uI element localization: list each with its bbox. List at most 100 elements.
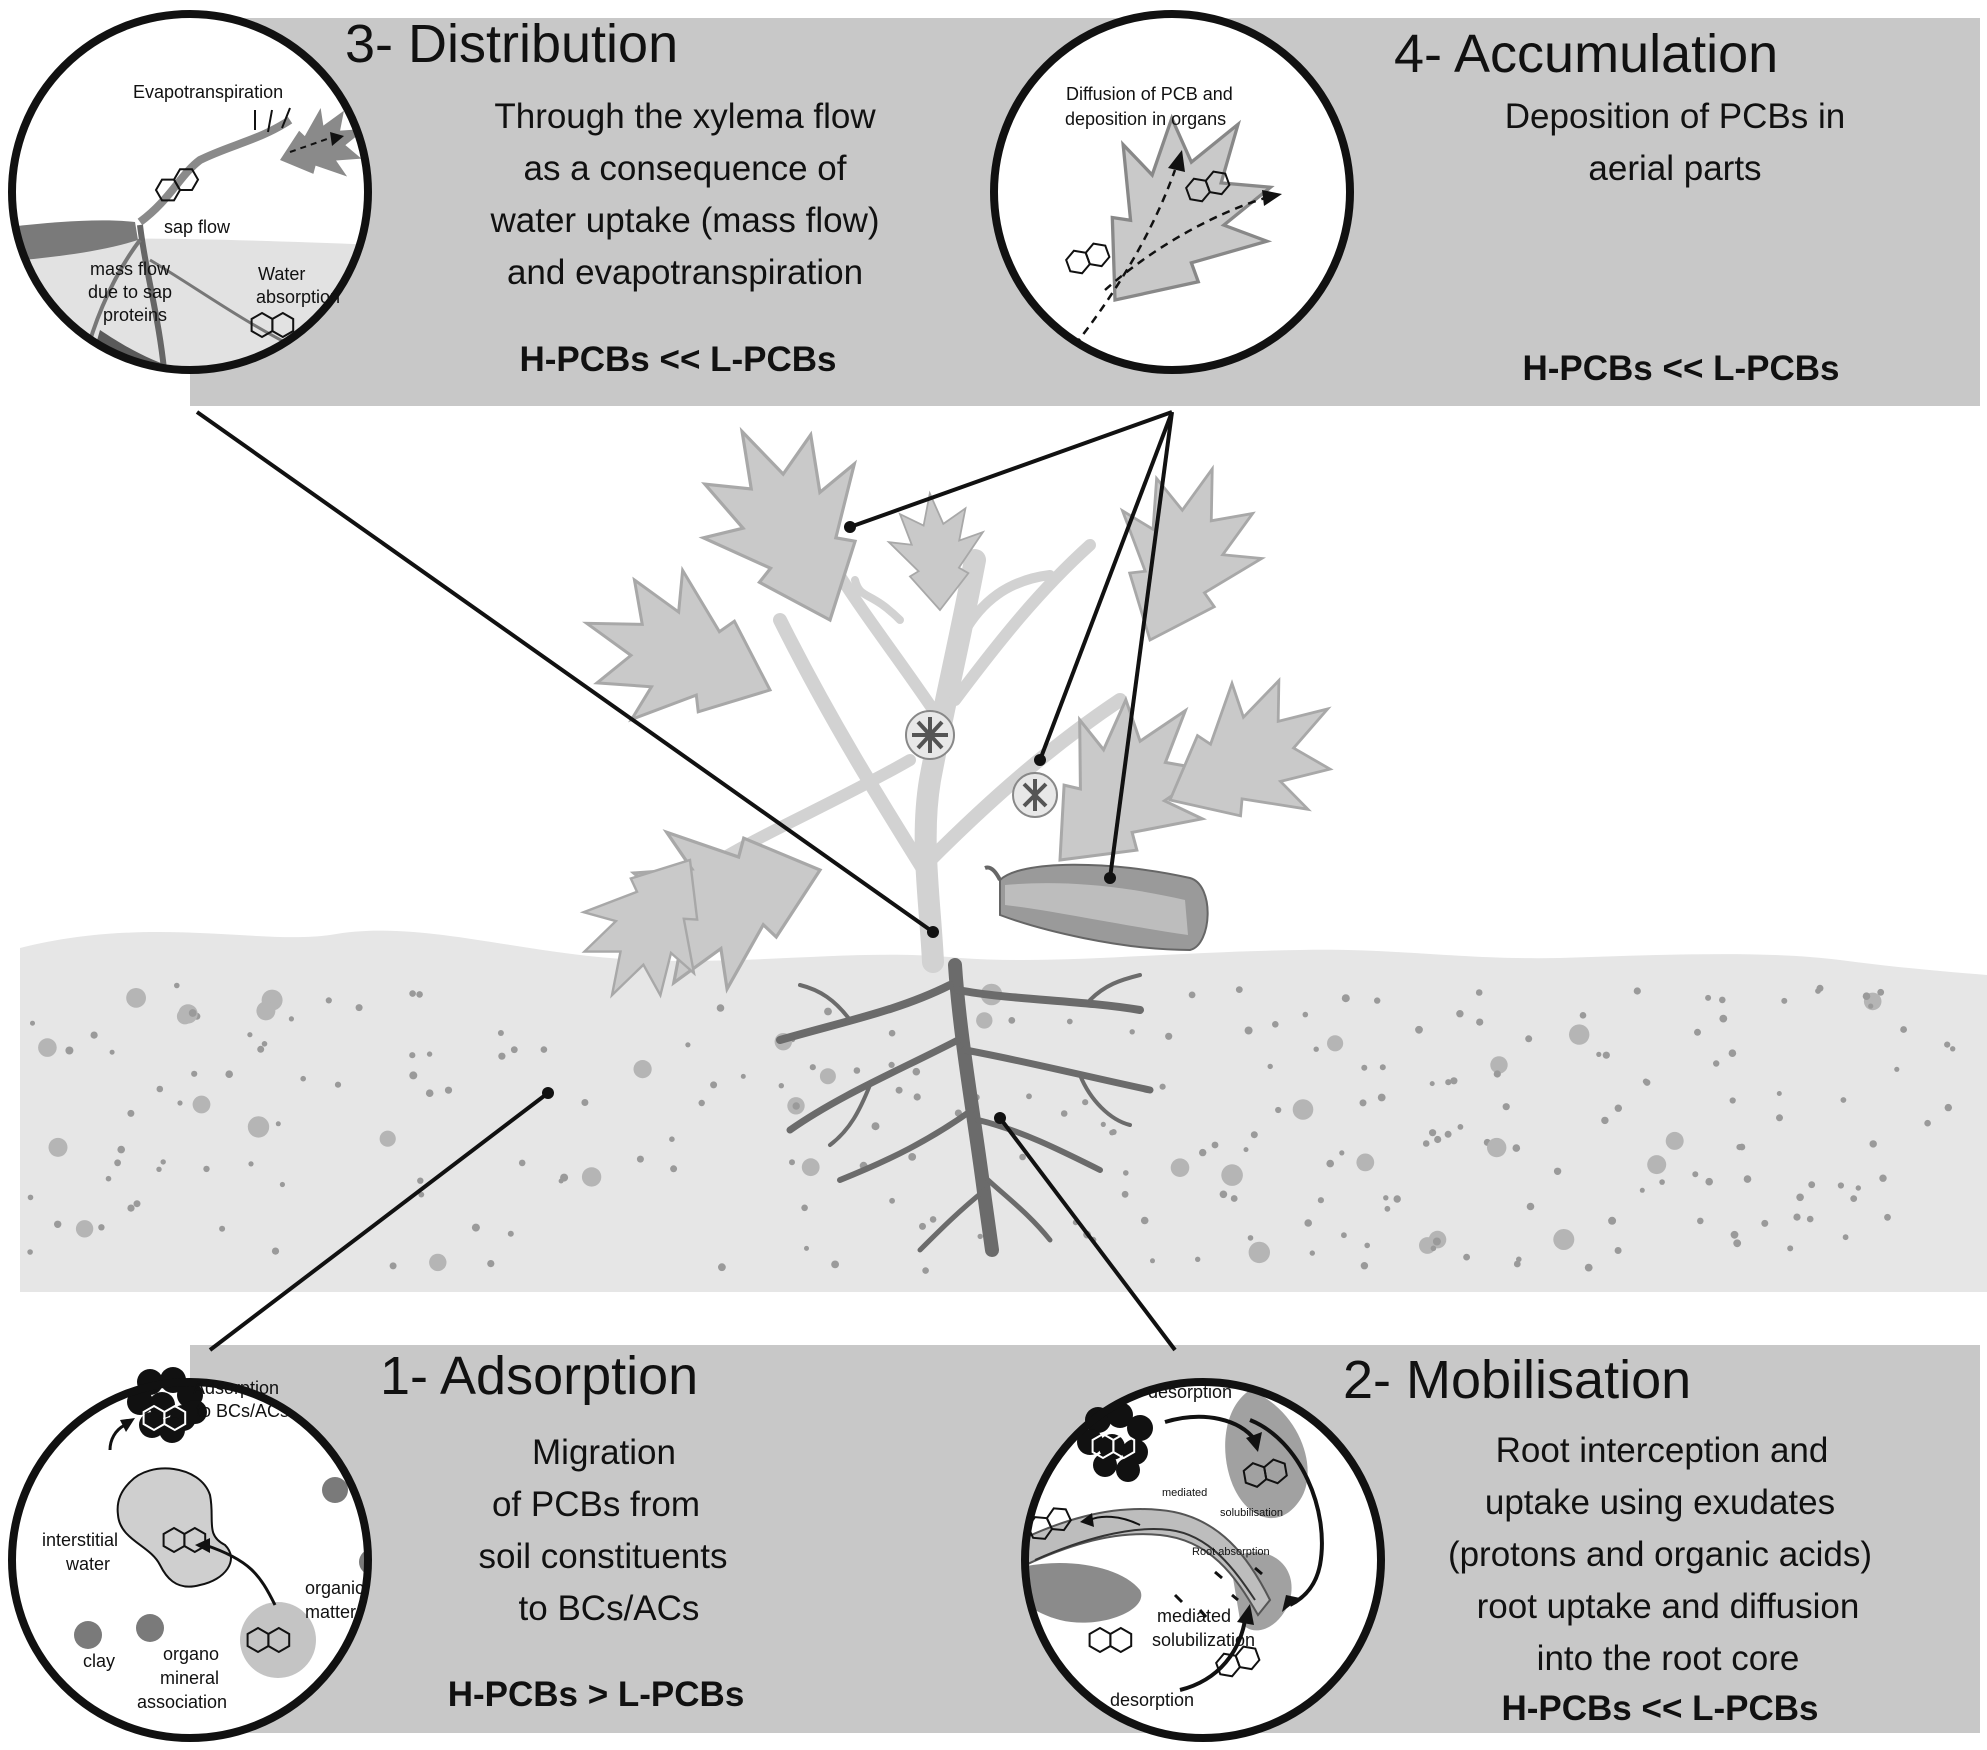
soil-particle <box>334 1081 342 1088</box>
soil-particle <box>778 1083 784 1089</box>
soil-particle <box>1199 1148 1207 1157</box>
soil-particle <box>912 1067 921 1076</box>
soil-particle <box>1415 1025 1423 1034</box>
soil-particle <box>133 1200 141 1208</box>
soil-particle <box>636 1155 644 1163</box>
mobilisation-inset: desorption mediated solubilisation Root … <box>1021 1378 1385 1742</box>
label-evapotranspiration: Evapotranspiration <box>133 82 283 102</box>
fruit <box>984 863 1209 952</box>
soil-particle <box>1879 1174 1887 1182</box>
soil-particle <box>801 1204 808 1212</box>
soil-particle <box>1579 1012 1587 1019</box>
mobilisation-panel-text: 2- Mobilisation Root interception and up… <box>1343 1350 1872 1728</box>
soil-particle <box>1082 1099 1089 1106</box>
soil-particle <box>804 1245 809 1251</box>
soil-particle <box>1697 1217 1704 1225</box>
soil-particle <box>1379 1064 1386 1071</box>
plant <box>553 392 1368 1257</box>
soil-particle <box>809 1064 816 1071</box>
soil-particle <box>1719 996 1726 1004</box>
soil-particle <box>1429 1081 1435 1087</box>
soil-particle <box>27 1194 34 1201</box>
soil-particle <box>418 1191 425 1198</box>
soil-particle <box>160 1159 166 1165</box>
label-desorption-bottom: desorption <box>1110 1690 1194 1710</box>
soil-particle <box>1302 1011 1309 1018</box>
soil-particle <box>203 1165 210 1173</box>
soil-particle <box>1445 1079 1452 1086</box>
soil-particle <box>977 1233 983 1240</box>
roots <box>776 958 1154 1257</box>
soil-particle <box>417 1177 424 1184</box>
soil-particle <box>1730 1230 1739 1239</box>
soil-particle <box>279 1181 285 1188</box>
soil-particle <box>1267 1063 1273 1070</box>
adsorption-desc-3: soil constituents <box>478 1537 727 1576</box>
mobilisation-title: 2- Mobilisation <box>1343 1350 1691 1410</box>
soil-particle <box>38 1038 57 1057</box>
soil-particle <box>853 1067 861 1074</box>
soil-particle <box>409 1071 418 1080</box>
soil-particle <box>1170 1158 1190 1177</box>
soil-particle <box>1211 1141 1219 1149</box>
soil-particle <box>90 1031 98 1039</box>
soil-particle <box>127 1204 135 1212</box>
soil-particle <box>1463 1253 1470 1261</box>
soil-particle <box>444 1086 453 1094</box>
soil-particle <box>1647 1155 1667 1175</box>
soil-particle <box>156 1085 164 1093</box>
soil-particle <box>1123 1170 1129 1176</box>
soil-particle <box>1900 1026 1907 1033</box>
soil-particle <box>1855 1185 1862 1191</box>
soil-particle <box>1244 1026 1253 1035</box>
connector-lines <box>195 410 1177 1352</box>
soil-particle <box>1121 1190 1129 1198</box>
label-interstitial-water-1: interstitial <box>42 1530 118 1550</box>
soil-particle <box>1275 1106 1282 1114</box>
soil-particle <box>1840 1097 1847 1103</box>
label-mediated-solubilization-2: solubilization <box>1152 1630 1255 1650</box>
soil-particle <box>471 1223 480 1232</box>
soil-particle <box>1475 989 1483 996</box>
soil-particle <box>275 1121 281 1127</box>
soil-particle <box>819 1068 836 1085</box>
label-diffusion-2: deposition in organs <box>1065 109 1226 129</box>
soil-particle <box>889 1197 895 1204</box>
label-root-absorption: Root absorption <box>1192 1546 1270 1558</box>
soil-particle <box>109 1049 115 1055</box>
soil-particle <box>1129 1029 1135 1035</box>
label-organo-mineral-3: association <box>137 1692 227 1712</box>
soil-particle <box>510 1046 518 1054</box>
soil-particle <box>1614 1247 1622 1254</box>
soil-particle <box>1317 1197 1324 1204</box>
soil-layer <box>20 930 1987 1292</box>
soil-particle <box>1221 1164 1243 1186</box>
soil-particle <box>1776 1091 1782 1096</box>
soil-particle <box>1705 1177 1713 1186</box>
label-water-absorption-2: absorption <box>256 287 340 307</box>
label-mass-flow-2: due to sap <box>88 282 172 302</box>
soil-particle <box>1837 1182 1844 1189</box>
soil-particle <box>425 1089 434 1097</box>
soil-particle <box>127 1109 135 1117</box>
mobilisation-ratio: H-PCBs << L-PCBs <box>1501 1689 1818 1728</box>
connector-dot <box>994 1112 1006 1124</box>
soil-particle <box>507 1230 514 1237</box>
soil-particle <box>1341 1232 1347 1239</box>
soil-particle <box>1384 1205 1391 1212</box>
accumulation-panel-text: 4- Accumulation Deposition of PCBs in ae… <box>1394 24 1845 388</box>
soil-particle <box>1601 1116 1609 1125</box>
label-organic-matter-1: organic <box>305 1578 364 1598</box>
soil-particle <box>1596 1051 1602 1057</box>
soil-particle <box>895 1086 903 1094</box>
distribution-ratio: H-PCBs << L-PCBs <box>519 340 836 379</box>
soil-particle <box>247 1116 270 1138</box>
soil-particle <box>1924 1119 1931 1127</box>
soil-particle <box>1272 1021 1279 1028</box>
soil-particle <box>409 1052 416 1059</box>
soil-particle <box>416 991 423 998</box>
soil-particle <box>98 1224 105 1231</box>
soil-particle <box>831 1260 839 1269</box>
soil-particle <box>1493 1070 1501 1078</box>
soil-particle <box>1877 988 1885 996</box>
